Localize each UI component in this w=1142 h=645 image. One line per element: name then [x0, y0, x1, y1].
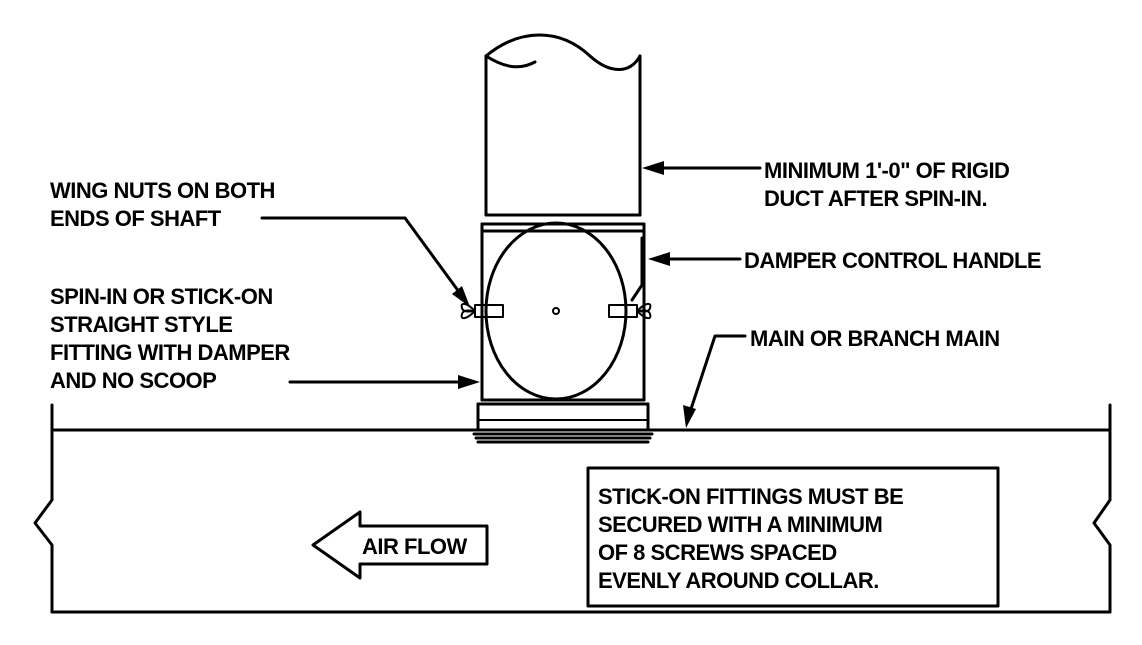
note-line-4: EVENLY AROUND COLLAR.: [598, 568, 879, 593]
damper-shaft-center: [552, 307, 560, 315]
arrowhead-spin-in: [458, 375, 480, 389]
label-spin-in-line-1: SPIN-IN OR STICK-ON: [50, 284, 273, 309]
note-line-1: STICK-ON FITTINGS MUST BE: [598, 484, 903, 509]
label-min-rigid-line-2: DUCT AFTER SPIN-IN.: [764, 186, 987, 211]
arrowhead-min-rigid: [642, 161, 664, 175]
note-box-outline: [586, 466, 1000, 608]
leader-wing-nuts: [260, 216, 464, 298]
wing-nut-right: [636, 302, 652, 320]
main-duct: [33, 403, 1112, 614]
air-flow-label: AIR FLOW: [362, 534, 467, 559]
leaders: [260, 161, 762, 428]
label-main-branch: MAIN OR BRANCH MAIN: [750, 326, 1000, 351]
air-flow-arrow: AIR FLOW: [311, 510, 489, 580]
note-line-2: SECURED WITH A MINIMUM: [598, 512, 882, 537]
leader-main-branch: [688, 334, 747, 414]
note-line-3: OF 8 SCREWS SPACED: [598, 540, 837, 565]
damper-control-handle: [630, 236, 644, 302]
shaft-end-right: [608, 304, 638, 318]
label-wing-nuts-line-1: WING NUTS ON BOTH: [50, 178, 275, 203]
left-break-line: [33, 403, 54, 614]
note-box: STICK-ON FITTINGS MUST BE SECURED WITH A…: [586, 466, 1000, 608]
label-spin-in-line-2: STRAIGHT STYLE: [50, 312, 232, 337]
air-flow-arrow-shape: [311, 510, 489, 580]
arrowhead-damper-handle: [648, 252, 670, 266]
right-break-line: [1092, 403, 1112, 614]
label-wing-nuts-line-2: ENDS OF SHAFT: [50, 206, 222, 231]
label-damper-handle: DAMPER CONTROL HANDLE: [744, 248, 1041, 273]
wing-nut-left: [460, 302, 476, 320]
duct-break-curve: [484, 33, 642, 71]
damper-blade: [484, 221, 628, 401]
label-spin-in-line-3: FITTING WITH DAMPER: [50, 340, 290, 365]
label-min-rigid-line-1: MINIMUM 1'-0" OF RIGID: [764, 158, 1009, 183]
duct-break-inner-curve: [484, 54, 537, 69]
arrowhead-main-branch: [683, 405, 696, 428]
shaft-end-left: [474, 304, 504, 318]
arrowhead-wing-nuts: [452, 286, 470, 307]
callout-labels: MINIMUM 1'-0" OF RIGID DUCT AFTER SPIN-I…: [50, 158, 1042, 393]
branch-duct: [460, 33, 654, 444]
label-spin-in-line-4: AND NO SCOOP: [50, 368, 216, 393]
